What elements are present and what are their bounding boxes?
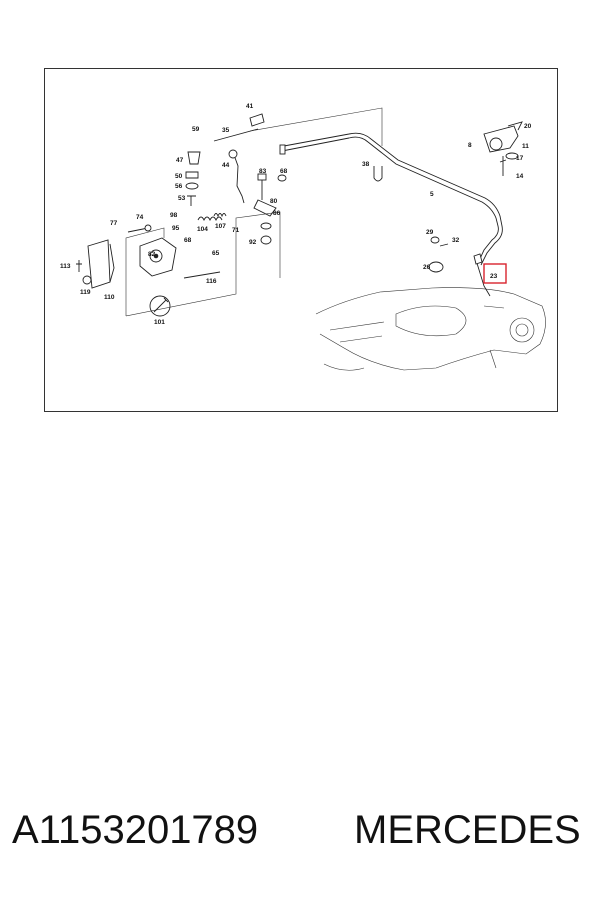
hardware-stack-right xyxy=(253,173,287,245)
highlight-callout-23[interactable]: 23 xyxy=(483,263,507,284)
label-8: 8 xyxy=(468,142,472,149)
end-link-group xyxy=(428,236,491,297)
label-44: 44 xyxy=(222,162,230,169)
label-92: 92 xyxy=(249,239,257,246)
nut-98 xyxy=(144,224,152,232)
highlight-box xyxy=(483,263,507,284)
label-82: 82 xyxy=(148,251,156,258)
label-68a: 68 xyxy=(280,168,288,175)
label-14: 14 xyxy=(516,173,524,180)
label-119: 119 xyxy=(80,289,91,296)
part-number: A1153201789 xyxy=(12,808,259,852)
label-98: 98 xyxy=(170,212,178,219)
hardware-stack-left xyxy=(185,151,201,206)
label-29: 29 xyxy=(426,229,434,236)
u-bolt-38 xyxy=(373,166,383,182)
footer-line: A1153201789 MERCEDES xyxy=(12,808,592,858)
group-outline xyxy=(125,211,281,317)
spring-107 xyxy=(213,213,227,218)
ball-joint-44 xyxy=(228,149,238,159)
label-77: 77 xyxy=(110,220,118,227)
label-23: 23 xyxy=(490,273,498,280)
stabilizer-bar xyxy=(279,132,503,266)
label-95: 95 xyxy=(172,225,180,232)
label-116: 116 xyxy=(206,278,217,285)
label-17: 17 xyxy=(516,155,524,162)
label-110: 110 xyxy=(104,294,115,301)
label-38: 38 xyxy=(362,161,370,168)
label-74: 74 xyxy=(136,214,144,221)
bracket-41 xyxy=(249,113,265,127)
label-11: 11 xyxy=(522,143,529,150)
label-71: 71 xyxy=(232,227,240,234)
label-86: 86 xyxy=(273,210,281,217)
link-44 xyxy=(233,154,245,204)
bracket-110-edge xyxy=(109,243,115,283)
label-41: 41 xyxy=(246,103,254,110)
callout-labels: 41 59 35 47 44 50 56 53 83 68 80 86 77 7… xyxy=(60,103,532,326)
bracket-line xyxy=(249,107,383,146)
label-5: 5 xyxy=(430,191,434,198)
label-59: 59 xyxy=(192,126,200,133)
washer-119 xyxy=(82,275,92,285)
control-arm xyxy=(315,287,546,371)
label-47: 47 xyxy=(176,157,184,164)
label-107: 107 xyxy=(215,223,226,230)
mount-82 xyxy=(139,237,177,277)
bolt-116 xyxy=(183,271,221,279)
rod-35 xyxy=(213,128,259,142)
label-104: 104 xyxy=(197,226,208,233)
label-35: 35 xyxy=(222,127,230,134)
label-26: 26 xyxy=(423,264,431,271)
label-113: 113 xyxy=(60,263,71,270)
spring-104 xyxy=(197,216,223,222)
parts-diagram: 41 59 35 47 44 50 56 53 83 68 80 86 77 7… xyxy=(60,103,546,371)
label-68b: 68 xyxy=(184,237,192,244)
label-20: 20 xyxy=(524,123,532,130)
label-50: 50 xyxy=(175,173,183,180)
label-56: 56 xyxy=(175,183,183,190)
brand-name: MERCEDES xyxy=(354,808,581,852)
wrench-icon xyxy=(149,295,171,317)
label-83: 83 xyxy=(259,168,267,175)
label-80: 80 xyxy=(270,198,278,205)
label-53: 53 xyxy=(178,195,186,202)
label-32: 32 xyxy=(452,237,460,244)
diagram-frame xyxy=(44,68,558,412)
label-65: 65 xyxy=(212,250,220,257)
label-101: 101 xyxy=(154,319,165,326)
bracket-group-right xyxy=(483,121,523,176)
screw-113 xyxy=(76,260,82,272)
